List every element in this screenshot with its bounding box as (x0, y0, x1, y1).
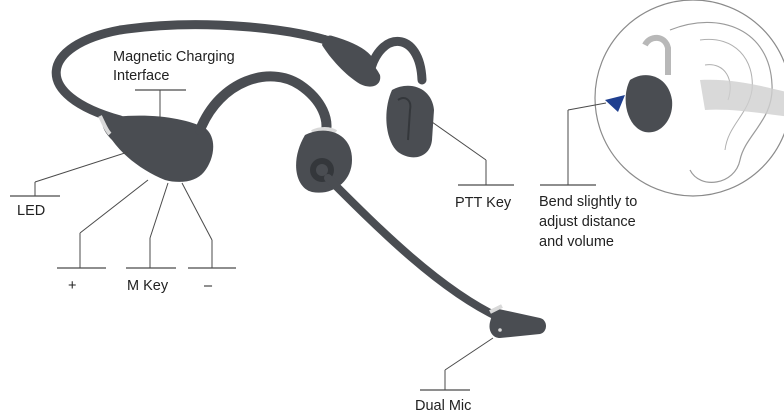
label-magnetic-line1: Magnetic Charging (113, 49, 235, 65)
label-bend-line1: Bend slightly to (539, 194, 637, 210)
mic-tip (489, 308, 546, 338)
labels: Magnetic Charging Interface LED + M Key … (17, 49, 637, 414)
label-minus: – (204, 278, 213, 294)
label-magnetic-line2: Interface (113, 68, 169, 84)
label-dual-mic: Dual Mic (415, 398, 471, 414)
ear-inset (594, 0, 784, 197)
left-housing (102, 115, 214, 182)
left-ear-hook (195, 71, 332, 140)
leader-lines (10, 89, 607, 391)
label-bend-line2: adjust distance (539, 214, 636, 230)
right-housing (322, 35, 381, 87)
label-m-key: M Key (127, 278, 169, 294)
arrow-icon (605, 95, 625, 112)
label-plus: + (68, 278, 76, 294)
headset (51, 20, 546, 338)
label-ptt-key: PTT Key (455, 195, 512, 211)
label-led: LED (17, 203, 45, 219)
right-ear-hook (325, 35, 427, 85)
label-bend-line3: and volume (539, 234, 614, 250)
neck-band (51, 20, 345, 125)
mic-boom (324, 174, 504, 322)
